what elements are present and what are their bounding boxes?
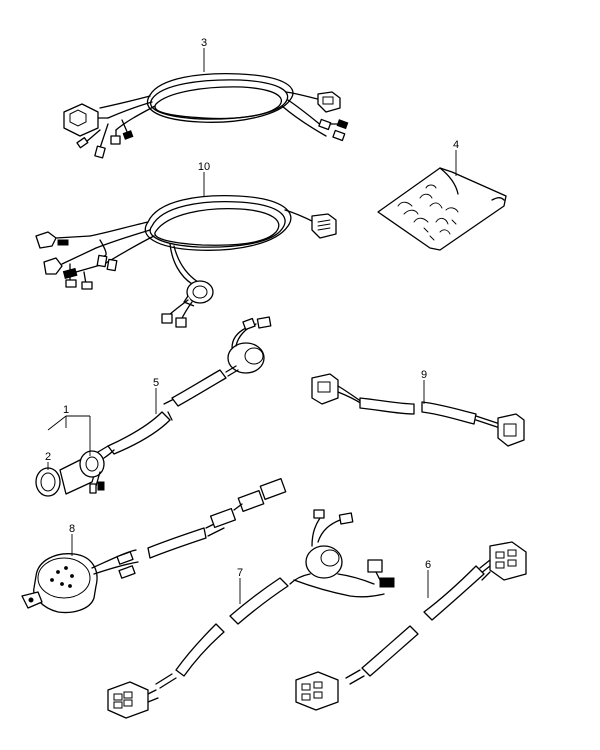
callout-labels: 3 10 4 5 9 1 2 8 7 6	[45, 37, 459, 579]
part-9-connector-cable	[311, 373, 525, 447]
callout-4: 4	[453, 139, 459, 151]
callout-6: 6	[425, 559, 431, 571]
callout-5: 5	[153, 377, 159, 389]
part-4-parts-packet	[377, 167, 507, 251]
part-6-cable	[295, 541, 527, 711]
callout-9: 9	[421, 369, 427, 381]
part-5-harness	[97, 316, 272, 455]
callout-3: 3	[201, 37, 207, 49]
part-8-buzzer	[21, 478, 287, 614]
callout-1: 1	[63, 404, 69, 416]
callout-8: 8	[69, 523, 75, 535]
part-10-wiring-harness	[35, 195, 337, 328]
part-7-harness	[107, 509, 395, 719]
callout-2: 2	[45, 451, 51, 463]
callout-7: 7	[237, 567, 243, 579]
callout-10: 10	[198, 161, 210, 173]
part-1-2-socket	[35, 449, 115, 497]
leader-lines	[47, 48, 457, 604]
part-3-wiring-harness	[63, 73, 349, 159]
